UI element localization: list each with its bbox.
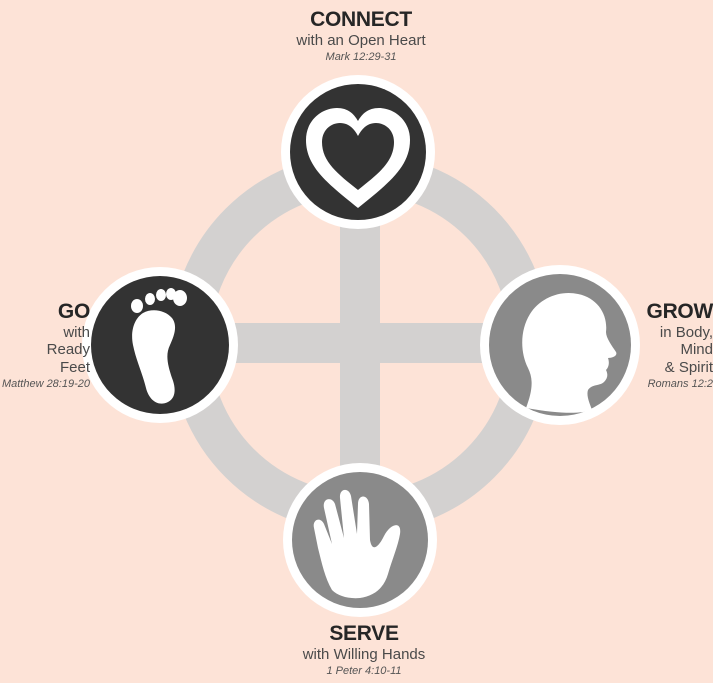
serve-title: SERVE <box>329 622 399 645</box>
heart-icon <box>306 108 410 208</box>
go-subtitle-line: with <box>63 324 90 342</box>
grow-subtitle-line: in Body, <box>659 324 713 342</box>
grow-subtitle: in Body, Mind & Spirit <box>647 324 713 376</box>
connect-subtitle: with an Open Heart <box>296 32 426 50</box>
go-label: GO with Ready Feet Matthew 28:19-20 <box>2 300 90 391</box>
go-subtitle-line: Ready <box>46 341 90 359</box>
head-profile-icon <box>522 292 617 413</box>
connect-label: CONNECT with an Open Heart Mark 12:29-31 <box>296 8 425 64</box>
serve-subtitle: with Willing Hands <box>302 646 426 664</box>
connect-node <box>281 75 435 229</box>
serve-node <box>283 463 437 617</box>
connect-reference: Mark 12:29-31 <box>325 51 397 64</box>
grow-subtitle-line: & Spirit <box>664 358 713 376</box>
grow-reference: Romans 12:2 <box>647 377 713 390</box>
serve-reference: 1 Peter 4:10-11 <box>326 665 402 678</box>
go-subtitle-line: Feet <box>59 358 90 376</box>
grow-label: GROW in Body, Mind & Spirit Romans 12:2 <box>647 300 713 391</box>
go-title: GO <box>57 300 90 323</box>
go-node <box>82 267 238 423</box>
grow-title: GROW <box>646 300 713 323</box>
foot-icon <box>131 288 187 404</box>
grow-subtitle-line: Mind <box>680 341 713 359</box>
go-reference: Matthew 28:19-20 <box>1 377 90 390</box>
connect-title: CONNECT <box>310 8 412 31</box>
go-subtitle: with Ready Feet <box>2 324 90 376</box>
grow-node <box>480 265 640 425</box>
hand-icon <box>313 489 401 599</box>
serve-label: SERVE with Willing Hands 1 Peter 4:10-11 <box>303 622 426 678</box>
